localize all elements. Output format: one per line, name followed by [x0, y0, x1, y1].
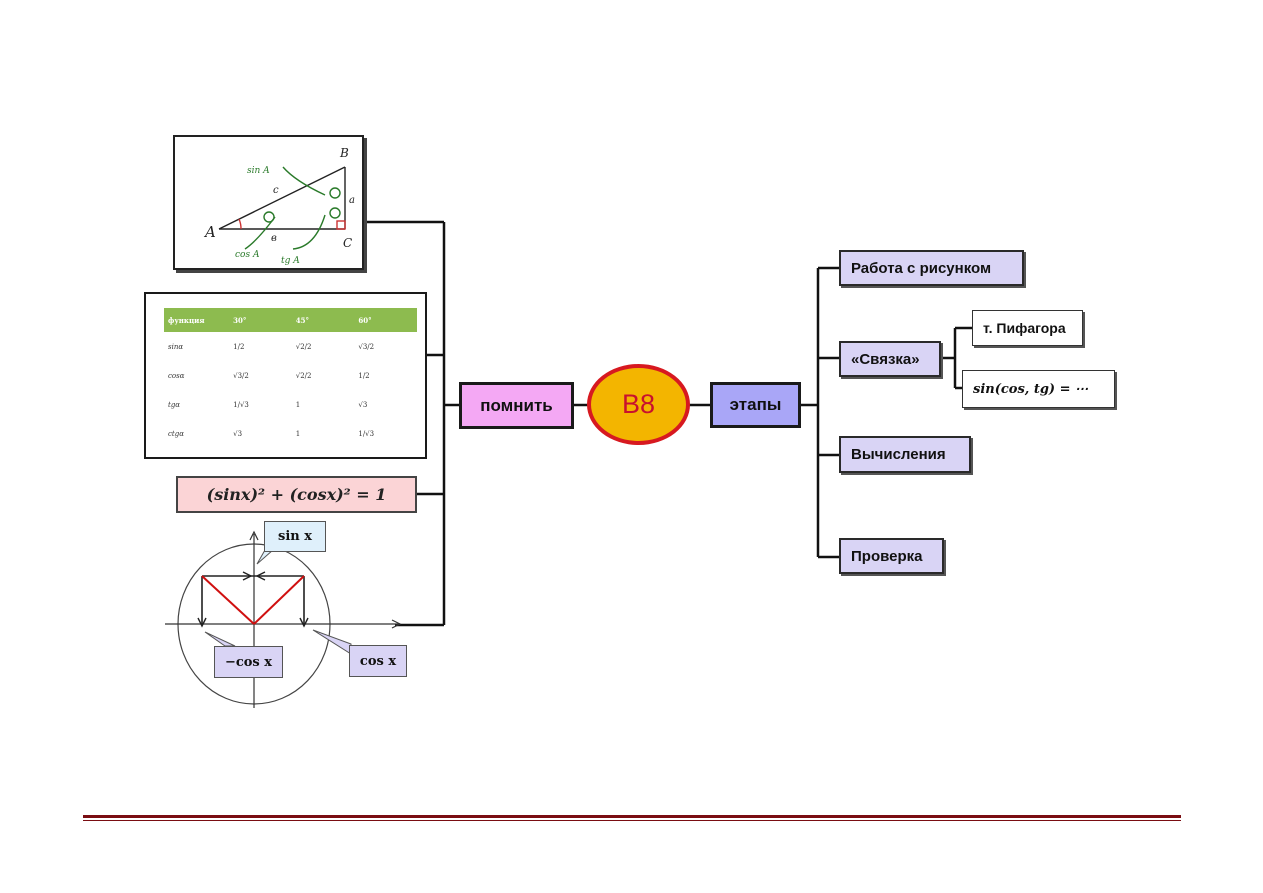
sin-x-callout: sin x: [264, 521, 326, 552]
table-cell: √3/2: [358, 342, 375, 351]
pythagorean-identity: (sinx)² + (cosx)² = 1: [176, 476, 417, 513]
table-row: sinα 1/2 √2/2 √3/2: [164, 332, 417, 361]
header-cell: 30°: [229, 308, 292, 332]
trig-table-panel: функция 30° 45° 60° sinα 1/2 √2/2 √3/2 c…: [144, 292, 427, 459]
vertex-b-label: B: [339, 146, 349, 160]
header-cell: 60°: [354, 308, 417, 332]
table-cell: 1: [295, 400, 301, 409]
cos-label: cos A: [235, 250, 260, 260]
table-row: cosα √3/2 √2/2 1/2: [164, 361, 417, 390]
table-cell: sinα: [168, 342, 184, 351]
triangle-sketch-panel: A B C a в c sin A cos A tg A: [173, 135, 364, 270]
neg-cos-x-callout: −cos x: [214, 646, 283, 678]
radius-right: [253, 575, 305, 625]
table-cell: 1: [295, 429, 301, 438]
table-cell: ctgα: [168, 429, 184, 438]
trig-values-table: функция 30° 45° 60° sinα 1/2 √2/2 √3/2 c…: [164, 308, 417, 448]
radius-left: [201, 575, 255, 625]
table-row: tgα 1/√3 1 √3: [164, 390, 417, 419]
table-cell: √2/2: [295, 342, 312, 351]
footer-rule: [83, 815, 1181, 818]
trig-table-header: функция 30° 45° 60°: [164, 308, 417, 332]
right-triangle-sketch: A B C a в c sin A cos A tg A: [203, 146, 355, 266]
stages-node[interactable]: этапы: [710, 382, 801, 428]
side-b-label: в: [271, 233, 277, 244]
table-cell: √3: [358, 400, 368, 409]
table-cell: √3: [233, 429, 243, 438]
stage-check[interactable]: Проверка: [839, 538, 944, 574]
center-node-b8[interactable]: B8: [587, 364, 690, 445]
side-a-label: a: [349, 195, 355, 206]
tg-label: tg A: [281, 256, 300, 266]
vertex-c-label: C: [343, 236, 352, 250]
header-cell: функция: [164, 308, 230, 332]
trig-relation-item[interactable]: sin(cos, tg) = ⋯: [962, 370, 1115, 408]
remember-node[interactable]: помнить: [459, 382, 574, 429]
vertex-a-label: A: [203, 223, 216, 241]
table-cell: 1/2: [358, 371, 370, 380]
table-row: ctgα √3 1 1/√3: [164, 419, 417, 448]
stage-link[interactable]: «Связка»: [839, 341, 941, 377]
pythagoras-theorem-item[interactable]: т. Пифагора: [972, 310, 1083, 346]
table-cell: √3/2: [233, 371, 249, 380]
stage-calculations[interactable]: Вычисления: [839, 436, 971, 473]
sin-label: sin A: [247, 166, 270, 176]
side-c-label: c: [273, 185, 279, 196]
table-cell: 1/√3: [358, 429, 375, 438]
stage-work-with-figure[interactable]: Работа с рисунком: [839, 250, 1024, 286]
table-cell: 1/2: [233, 342, 245, 351]
cos-x-callout: cos x: [349, 645, 407, 677]
table-cell: tgα: [168, 400, 181, 409]
table-cell: 1/√3: [233, 400, 249, 409]
table-cell: √2/2: [295, 371, 312, 380]
table-cell: cosα: [168, 371, 185, 380]
header-cell: 45°: [291, 308, 355, 332]
footer-rule-thin: [83, 820, 1181, 821]
